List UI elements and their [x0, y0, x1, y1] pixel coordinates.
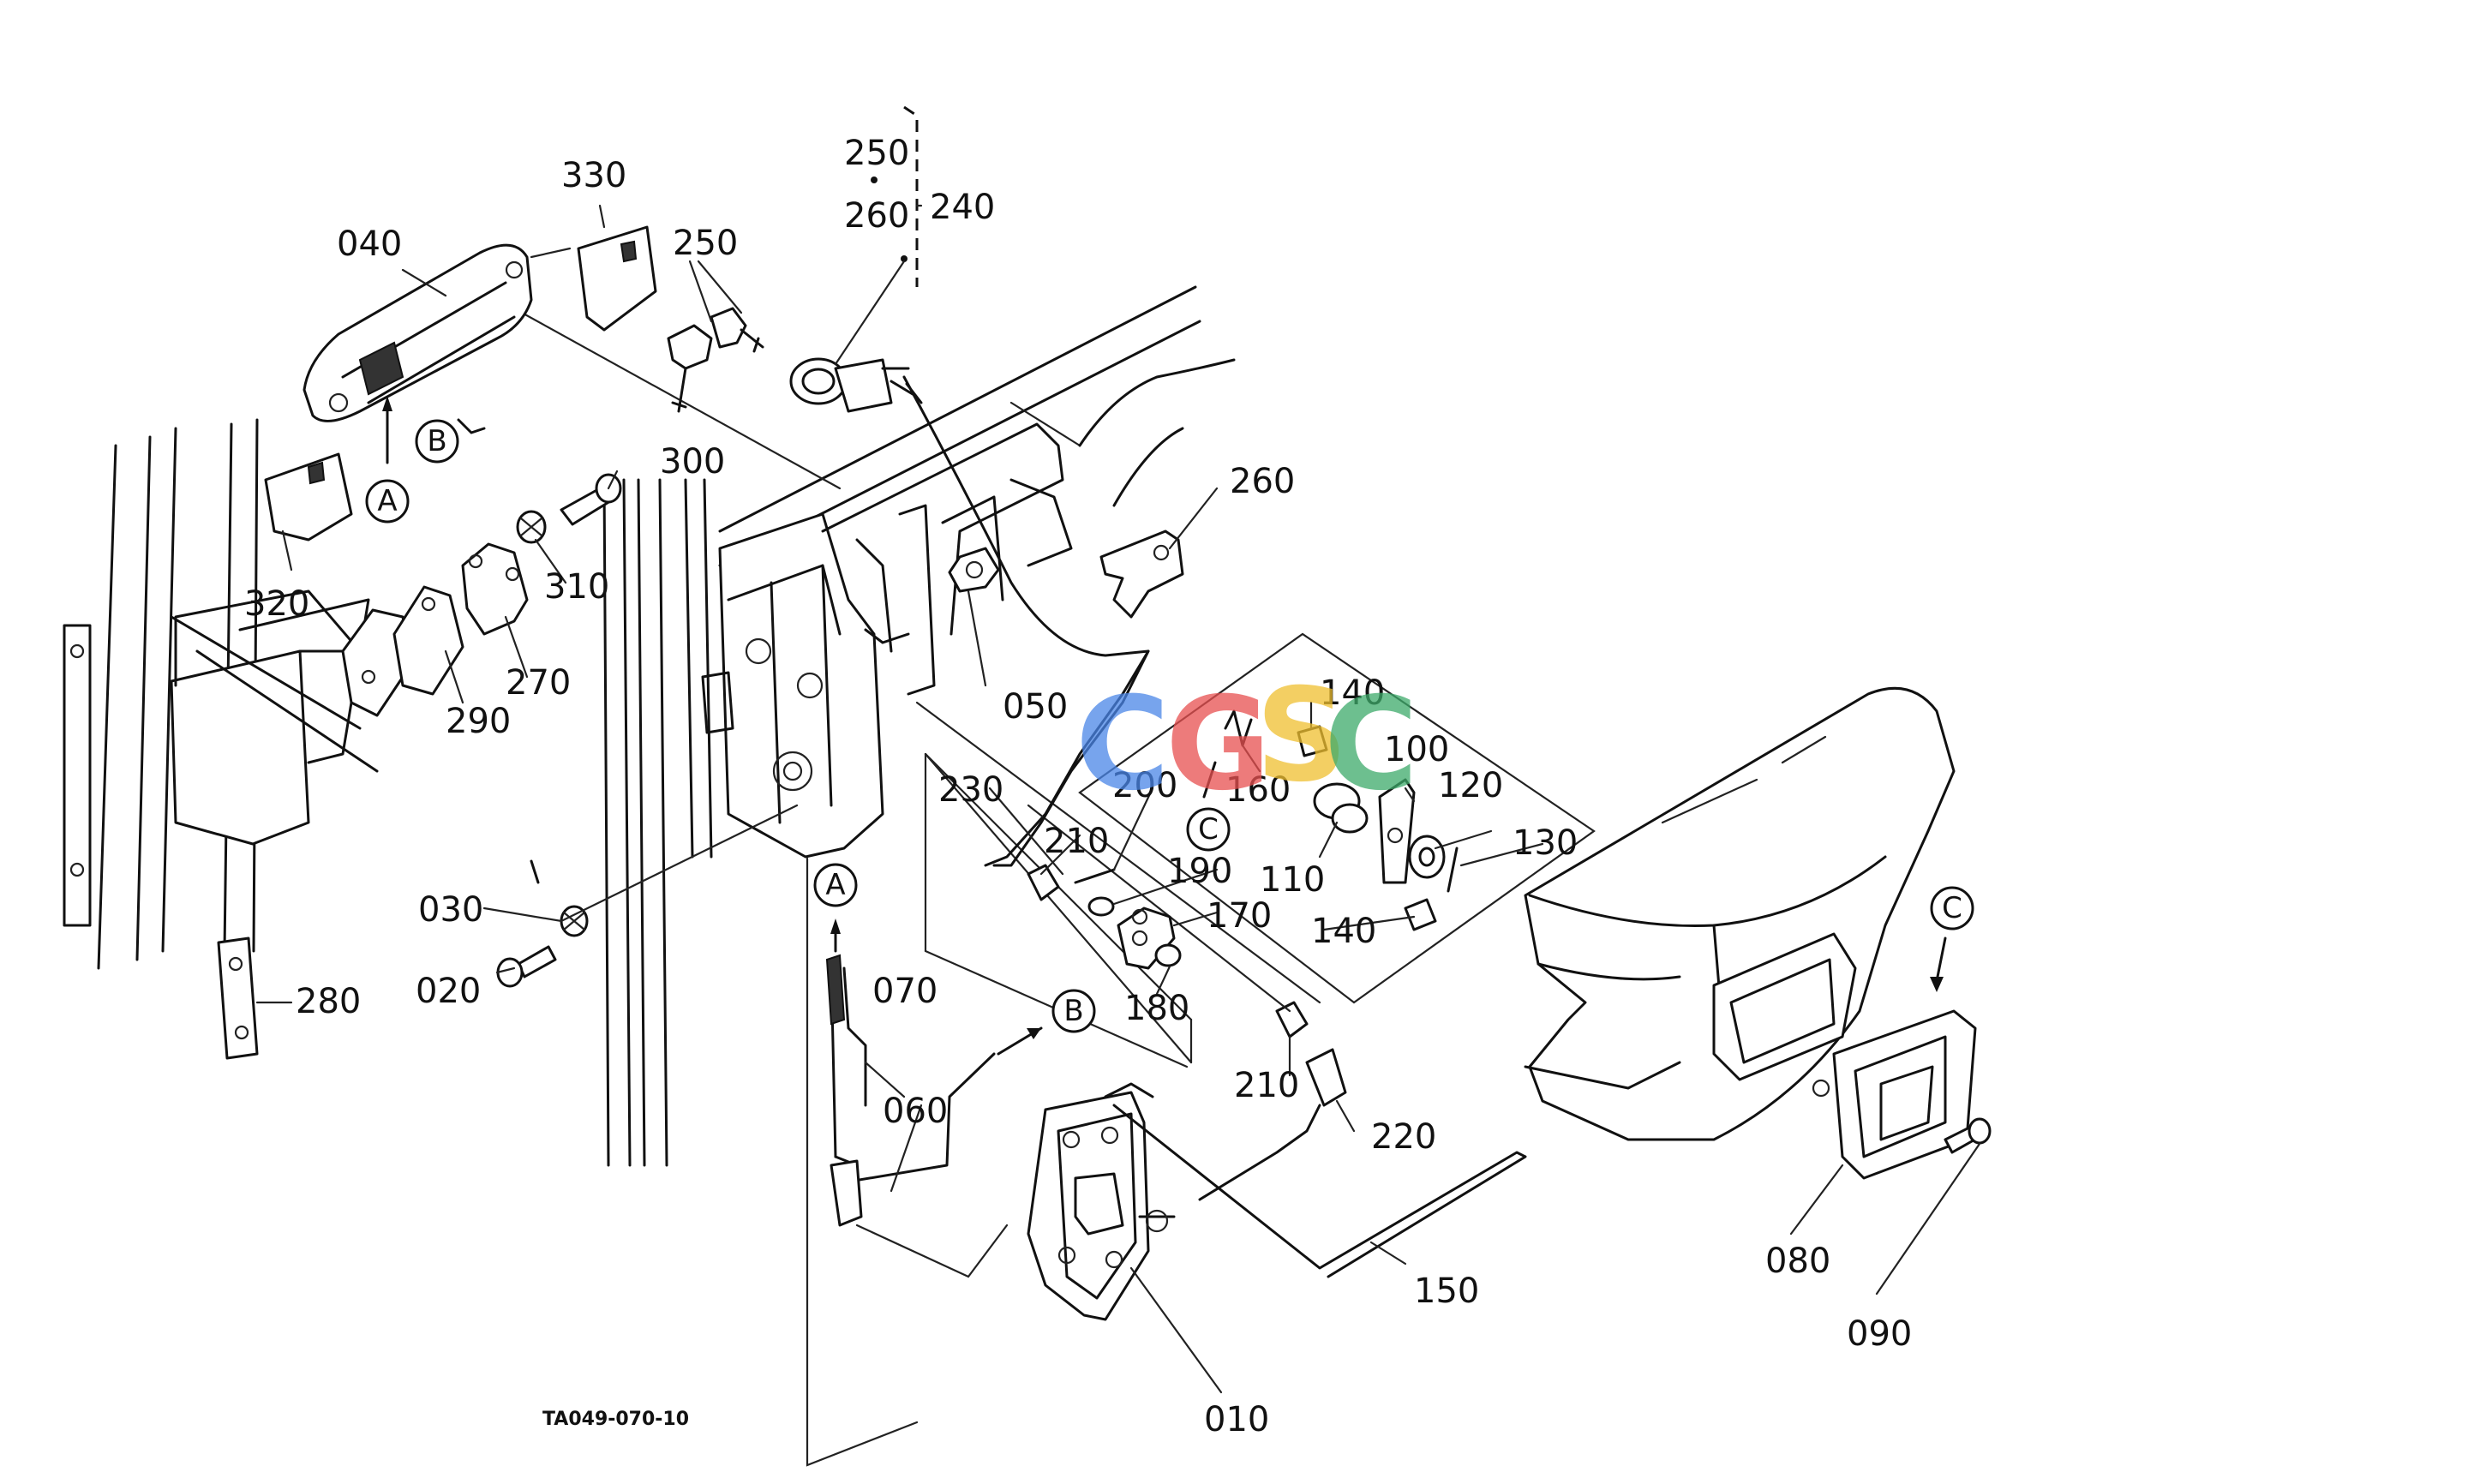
- gaskets-290: [341, 585, 464, 717]
- bracket-240-group: [834, 105, 919, 366]
- label-200: 200: [1112, 766, 1177, 805]
- spring-200: [1074, 868, 1116, 884]
- bolt-140-lower: [1404, 898, 1437, 931]
- svg-text:C: C: [1198, 812, 1219, 847]
- label-210-lower: 210: [1234, 1066, 1299, 1105]
- label-260: 260: [1230, 462, 1295, 501]
- svg-text:B: B: [427, 424, 446, 458]
- label-130: 130: [1513, 823, 1578, 863]
- label-260-top: 260: [844, 196, 909, 236]
- label-120: 120: [1438, 766, 1503, 805]
- ref-marker-a-mid: A: [813, 863, 858, 907]
- label-020: 020: [416, 972, 481, 1011]
- label-070: 070: [872, 972, 937, 1011]
- label-250-top: 250: [844, 134, 909, 173]
- bracket-270: [461, 542, 529, 636]
- label-090: 090: [1847, 1314, 1912, 1354]
- label-140-lower: 140: [1311, 912, 1376, 951]
- label-250: 250: [673, 224, 738, 263]
- label-170: 170: [1207, 896, 1272, 936]
- label-210-upper: 210: [1044, 822, 1109, 861]
- part-labels: 330 040 250 260 240 250 300 260 320 310 …: [244, 134, 1912, 1439]
- spring-160: [1224, 709, 1253, 747]
- label-010: 010: [1204, 1400, 1269, 1439]
- svg-text:B: B: [1063, 994, 1083, 1028]
- watermark-letter-3: S: [1255, 661, 1348, 811]
- door-lock-010: [1027, 1082, 1176, 1321]
- label-160: 160: [1225, 770, 1291, 810]
- lever-100: [1378, 778, 1416, 884]
- key-cylinder-240: [789, 357, 914, 413]
- collar-180: [1154, 943, 1182, 967]
- screw-020: [496, 945, 557, 988]
- label-330: 330: [561, 156, 626, 195]
- label-230: 230: [938, 770, 1003, 810]
- label-150: 150: [1414, 1272, 1479, 1311]
- rod-150: [1112, 1104, 1527, 1278]
- leader-lines: [255, 204, 1981, 1467]
- door-trim-panel: [1524, 686, 1956, 1141]
- lever-260: [1099, 530, 1184, 619]
- svg-text:A: A: [377, 484, 397, 518]
- ref-marker-c-mid: C: [1186, 807, 1231, 852]
- reference-arrows: [382, 396, 1947, 1056]
- label-140-top: 140: [1320, 673, 1385, 713]
- label-190: 190: [1167, 852, 1232, 891]
- label-310: 310: [544, 567, 609, 607]
- end-cap-320: [264, 452, 353, 542]
- nut-050: [948, 547, 1000, 593]
- watermark-letter-1: C: [1075, 670, 1170, 819]
- ref-marker-b-mid: B: [1051, 989, 1096, 1033]
- clip-210-lower: [1275, 1001, 1309, 1038]
- washer-120: [1408, 835, 1446, 879]
- label-290: 290: [446, 702, 511, 741]
- rod-cylinder-link: [902, 375, 1150, 867]
- washer-190: [1087, 896, 1115, 917]
- rod-070: [825, 954, 867, 1167]
- watermark-logo: C G S C: [1075, 661, 1418, 819]
- label-050: 050: [1003, 687, 1068, 727]
- bolt-140-upper: [1297, 725, 1328, 757]
- clip-210-upper: [1027, 864, 1060, 901]
- label-270: 270: [506, 663, 571, 703]
- keys-250: [667, 307, 764, 413]
- outside-handle-040: [303, 243, 533, 422]
- label-300: 300: [660, 442, 725, 482]
- label-060: 060: [883, 1092, 948, 1131]
- label-280: 280: [296, 982, 361, 1021]
- svg-text:C: C: [1942, 891, 1962, 925]
- label-100: 100: [1384, 730, 1449, 769]
- svg-text:A: A: [825, 868, 845, 902]
- ref-marker-a-top: A: [365, 479, 410, 524]
- rod-060: [830, 1052, 996, 1227]
- watermark-letter-4: C: [1324, 670, 1418, 819]
- watermark-letter-2: G: [1165, 670, 1271, 819]
- end-cap-330: [577, 225, 657, 332]
- door-frame-outline: [63, 285, 1321, 1167]
- ref-marker-b-top: B: [415, 419, 459, 464]
- bracket-220: [1198, 1048, 1347, 1201]
- label-040: 040: [337, 224, 402, 264]
- label-180: 180: [1124, 989, 1189, 1028]
- label-080: 080: [1765, 1242, 1830, 1281]
- collar-110: [1313, 782, 1369, 834]
- rod-230: [992, 649, 1150, 867]
- label-320: 320: [244, 584, 309, 624]
- label-220: 220: [1371, 1117, 1436, 1157]
- ref-marker-c-right: C: [1930, 886, 1974, 930]
- clip-130: [1447, 847, 1459, 893]
- label-110: 110: [1260, 860, 1325, 900]
- drawing-code: TA049-070-10: [542, 1409, 689, 1430]
- label-240: 240: [930, 188, 995, 227]
- washer-310: [516, 510, 547, 544]
- label-030: 030: [418, 890, 483, 930]
